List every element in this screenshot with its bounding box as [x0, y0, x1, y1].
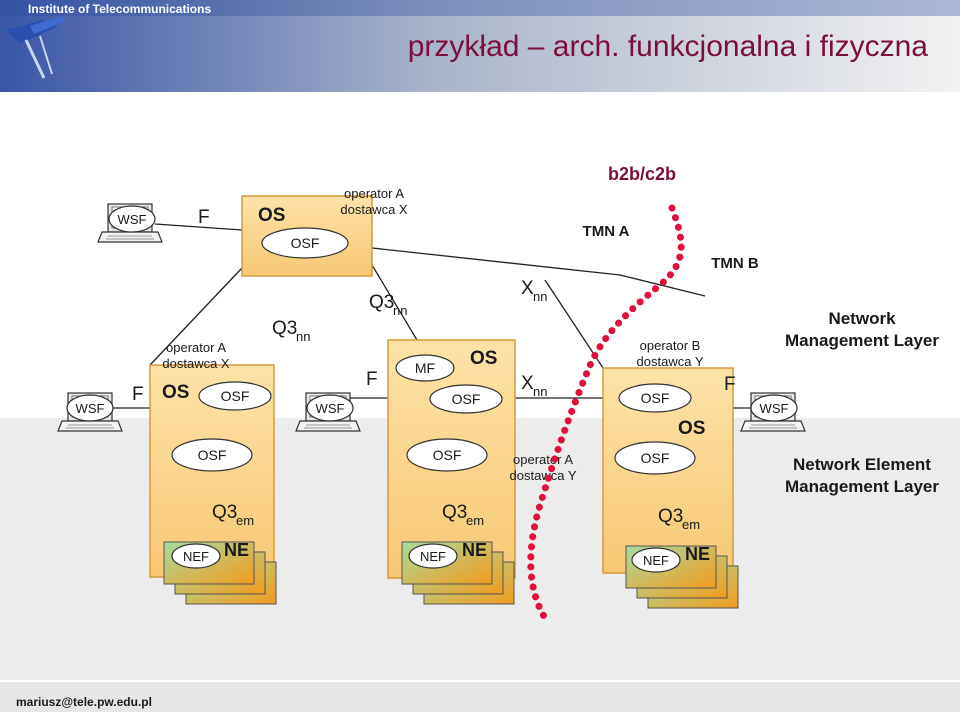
- operator-a-y-line1: operator A: [513, 452, 573, 467]
- f-label-middle: F: [366, 369, 378, 390]
- q3nn-label-left: Q3 nn: [272, 318, 310, 344]
- ne-stack-middle: NEF NE: [401, 540, 515, 605]
- footer-email[interactable]: mariusz@tele.pw.edu.pl: [16, 695, 152, 709]
- footer-band: [0, 682, 960, 712]
- svg-text:NEF: NEF: [183, 549, 209, 564]
- svg-text:OSF: OSF: [452, 391, 481, 407]
- svg-text:X: X: [521, 373, 534, 394]
- svg-text:Q3: Q3: [272, 318, 297, 339]
- svg-text:WSF: WSF: [76, 401, 105, 416]
- operator-a-x-left-line2: dostawca X: [162, 356, 230, 371]
- osf-node: [406, 438, 488, 472]
- svg-text:nn: nn: [296, 329, 310, 344]
- svg-text:OSF: OSF: [641, 450, 670, 466]
- institute-logo-icon: [6, 16, 64, 79]
- header-band: [0, 0, 960, 92]
- network-element-management-layer-line2: Management Layer: [785, 477, 939, 496]
- svg-text:em: em: [236, 513, 254, 528]
- svg-text:nn: nn: [533, 384, 547, 399]
- institute-name: Institute of Telecommunications: [28, 2, 211, 16]
- operator-a-x-top-line1: operator A: [344, 186, 404, 201]
- f-label-right: F: [724, 374, 736, 395]
- ne-stack-left: NEF NE: [163, 540, 277, 605]
- mf-node: [395, 354, 455, 382]
- network-management-layer-line1: Network: [828, 309, 896, 328]
- b2b-c2b-label: b2b/c2b: [608, 164, 676, 184]
- svg-text:WSF: WSF: [760, 401, 789, 416]
- svg-text:NEF: NEF: [643, 553, 669, 568]
- os-column-middle: OS MF OSF OSF: [387, 339, 516, 579]
- wsf-node: [66, 394, 114, 422]
- svg-text:Q3: Q3: [369, 292, 394, 313]
- svg-text:OSF: OSF: [433, 447, 462, 463]
- svg-text:WSF: WSF: [316, 401, 345, 416]
- svg-text:OSF: OSF: [198, 447, 227, 463]
- svg-text:NE: NE: [685, 544, 710, 564]
- tmn-b-label: TMN B: [711, 255, 759, 272]
- os-box-operator-a-x-top: OS OSF: [241, 195, 373, 277]
- operator-a-x-top-line2: dostawca X: [340, 202, 408, 217]
- page-title: przykład – arch. funkcjonalna i fizyczna: [408, 30, 929, 63]
- operator-a-y-line2: dostawca Y: [510, 468, 577, 483]
- svg-text:nn: nn: [533, 289, 547, 304]
- xnn-label-bottom: X nn: [521, 373, 547, 399]
- wsf-node: [306, 394, 354, 422]
- xnn-label-top: X nn: [521, 278, 547, 304]
- network-management-layer-line2: Management Layer: [785, 331, 939, 350]
- svg-text:em: em: [466, 513, 484, 528]
- operator-a-x-left-line1: operator A: [166, 340, 226, 355]
- q3em-label-middle: Q3 em: [442, 502, 484, 528]
- network-element-management-layer-line1: Network Element: [793, 455, 931, 474]
- svg-text:NEF: NEF: [420, 549, 446, 564]
- domain-boundary-line: [527, 204, 685, 622]
- svg-text:Q3: Q3: [442, 502, 467, 523]
- os-label: OS: [258, 205, 285, 226]
- svg-text:X: X: [521, 278, 534, 299]
- osf-node: [198, 381, 272, 411]
- svg-text:OSF: OSF: [221, 388, 250, 404]
- q3em-label-left: Q3 em: [212, 502, 254, 528]
- f-label-top: F: [198, 207, 210, 228]
- svg-text:OS: OS: [678, 418, 705, 439]
- operator-b-y-line1: operator B: [640, 338, 701, 353]
- svg-text:MF: MF: [415, 360, 435, 376]
- osf-node: [618, 383, 692, 413]
- q3nn-label-middle: Q3 nn: [369, 292, 407, 318]
- f-label-left: F: [132, 384, 144, 405]
- svg-text:OSF: OSF: [641, 390, 670, 406]
- osf-node: [261, 227, 349, 259]
- svg-text:OS: OS: [470, 348, 497, 369]
- q3em-label-right: Q3 em: [658, 506, 700, 532]
- svg-text:Q3: Q3: [212, 502, 237, 523]
- tmn-a-label: TMN A: [583, 223, 630, 240]
- nef-node: [631, 547, 681, 573]
- svg-text:em: em: [682, 517, 700, 532]
- svg-text:OSF: OSF: [291, 235, 320, 251]
- wsf-node: [108, 205, 156, 233]
- wsf-node: [750, 394, 798, 422]
- svg-text:NE: NE: [462, 540, 487, 560]
- svg-text:Q3: Q3: [658, 506, 683, 527]
- os-column-right: OSF OS OSF: [602, 367, 734, 574]
- operator-b-y-line2: dostawca Y: [637, 354, 704, 369]
- svg-text:nn: nn: [393, 303, 407, 318]
- svg-text:OS: OS: [162, 382, 189, 403]
- svg-text:WSF: WSF: [118, 212, 147, 227]
- osf-node: [171, 438, 253, 472]
- osf-node: [429, 384, 503, 414]
- svg-text:NE: NE: [224, 540, 249, 560]
- nef-node: [171, 543, 221, 569]
- osf-node: [614, 441, 696, 475]
- nef-node: [408, 543, 458, 569]
- ne-stack-right: NEF NE: [625, 544, 739, 609]
